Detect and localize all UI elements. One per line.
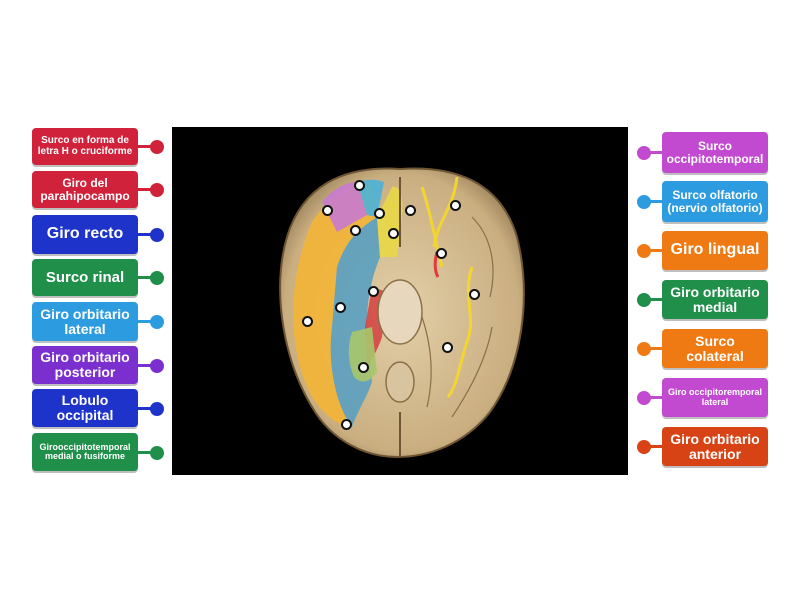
marker-pin[interactable] [388, 228, 399, 239]
drag-label[interactable]: Giro del parahipocampo [32, 171, 138, 208]
drag-label[interactable]: Giro orbitario medial [662, 280, 768, 319]
marker-pin[interactable] [322, 205, 333, 216]
marker-pin[interactable] [442, 342, 453, 353]
connector-knob[interactable] [150, 183, 164, 197]
drag-label[interactable]: Giro lingual [662, 231, 768, 270]
drag-label[interactable]: Surco rinal [32, 259, 138, 296]
drag-label[interactable]: Surco occipitotemporal [662, 132, 768, 173]
drag-label-text: Surco colateral [686, 332, 744, 364]
drag-label-text: Giro lingual [670, 241, 760, 259]
connector-knob[interactable] [150, 140, 164, 154]
drag-label-text: Giro recto [46, 225, 124, 243]
marker-pin[interactable] [436, 248, 447, 259]
drag-label-text: Lobulo occipital [56, 392, 114, 423]
connector-knob[interactable] [150, 228, 164, 242]
connector-knob[interactable] [150, 402, 164, 416]
brain-image-area [172, 127, 628, 475]
connector-line [138, 407, 156, 410]
connector-knob[interactable] [150, 271, 164, 285]
drag-label-text: Giro orbitario lateral [40, 305, 130, 337]
drag-label[interactable]: Surco en forma de letra H o cruciforme [32, 128, 138, 165]
marker-pin[interactable] [335, 302, 346, 313]
drag-label-text: Surco occipitotemporal [666, 138, 764, 166]
connector-line [138, 145, 156, 148]
connector-line [644, 298, 662, 301]
connector-line [644, 200, 662, 203]
marker-pin[interactable] [302, 316, 313, 327]
marker-pin[interactable] [469, 289, 480, 300]
drag-label-text: Surco olfatorio (nervio olfatorio) [667, 187, 763, 215]
marker-pin[interactable] [450, 200, 461, 211]
drag-label-text: Giro occipitoremporal lateral [667, 387, 763, 407]
drag-label-text: Giro orbitario posterior [40, 349, 130, 380]
marker-pin[interactable] [354, 180, 365, 191]
marker-pin[interactable] [405, 205, 416, 216]
brain-image [279, 167, 525, 459]
connector-knob[interactable] [150, 315, 164, 329]
drag-label[interactable]: Giro occipitoremporal lateral [662, 378, 768, 417]
drag-label[interactable]: Surco colateral [662, 329, 768, 368]
drag-label[interactable]: Giro orbitario lateral [32, 302, 138, 341]
connector-line [138, 320, 156, 323]
connector-knob[interactable] [150, 359, 164, 373]
marker-pin[interactable] [341, 419, 352, 430]
connector-line [644, 151, 662, 154]
drag-label-text: Giro orbitario medial [670, 283, 760, 315]
connector-line [138, 451, 156, 454]
connector-knob[interactable] [150, 446, 164, 460]
drag-label[interactable]: Giro recto [32, 215, 138, 254]
connector-line [138, 276, 156, 279]
connector-line [644, 347, 662, 350]
drag-label-text: Giro orbitario anterior [670, 430, 760, 462]
connector-line [644, 396, 662, 399]
drag-label-text: Giro del parahipocampo [40, 175, 130, 203]
marker-pin[interactable] [368, 286, 379, 297]
connector-line [138, 364, 156, 367]
drag-label[interactable]: Girooccipitotemporal medial o fusiforme [32, 433, 138, 471]
drag-label-text: Surco en forma de letra H o cruciforme [37, 135, 133, 157]
drag-label-text: Girooccipitotemporal medial o fusiforme [39, 441, 131, 461]
drag-label-text: Surco rinal [45, 268, 125, 286]
connector-line [644, 445, 662, 448]
connector-line [644, 249, 662, 252]
drag-label[interactable]: Surco olfatorio (nervio olfatorio) [662, 181, 768, 222]
drag-label[interactable]: Lobulo occipital [32, 389, 138, 427]
marker-pin[interactable] [350, 225, 361, 236]
marker-pin[interactable] [374, 208, 385, 219]
connector-line [138, 233, 156, 236]
drag-label[interactable]: Giro orbitario posterior [32, 346, 138, 384]
connector-line [138, 188, 156, 191]
marker-pin[interactable] [358, 362, 369, 373]
drag-label[interactable]: Giro orbitario anterior [662, 427, 768, 466]
